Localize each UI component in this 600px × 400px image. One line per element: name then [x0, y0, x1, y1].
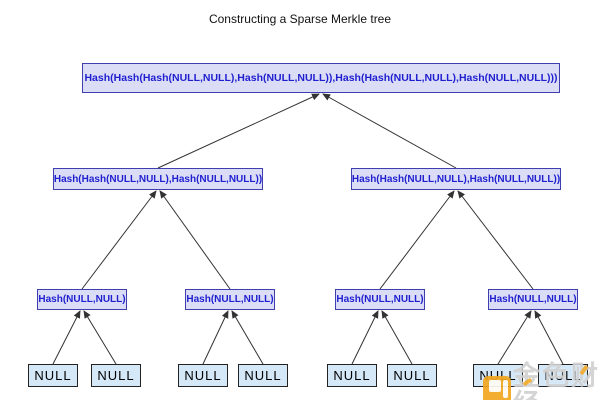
tree-leaf-1: NULL — [28, 364, 78, 387]
tree-node-level3-1: Hash(NULL,NULL) — [37, 289, 127, 310]
tree-node-level3-3: Hash(NULL,NULL) — [335, 289, 425, 310]
tree-edge — [231, 310, 264, 365]
tree-edge — [157, 93, 320, 169]
tree-edge — [534, 310, 564, 365]
tree-leaf-6: NULL — [387, 364, 437, 387]
tree-edge — [81, 190, 157, 290]
tree-edge — [322, 93, 457, 169]
tree-leaf-4: NULL — [238, 364, 288, 387]
tree-node-level2-right: Hash(Hash(NULL,NULL),Hash(NULL,NULL)) — [351, 168, 561, 190]
tree-edge — [83, 310, 117, 365]
tree-leaf-7: NULL — [473, 364, 523, 387]
tree-leaf-3: NULL — [178, 364, 228, 387]
diagram-title: Constructing a Sparse Merkle tree — [208, 12, 392, 26]
tree-edge — [52, 310, 81, 365]
tree-edge — [351, 310, 379, 365]
tree-leaf-8: NULL — [538, 364, 588, 387]
tree-node-root: Hash(Hash(Hash(NULL,NULL),Hash(NULL,NULL… — [82, 63, 560, 93]
tree-edge — [202, 310, 229, 365]
tree-edge — [457, 190, 534, 290]
tree-node-level3-4: Hash(NULL,NULL) — [488, 289, 578, 310]
tree-node-level2-left: Hash(Hash(NULL,NULL),Hash(NULL,NULL)) — [53, 168, 263, 190]
tree-edge — [379, 190, 455, 290]
tree-edge — [497, 310, 532, 365]
tree-leaf-5: NULL — [327, 364, 377, 387]
tree-edge — [381, 310, 413, 365]
tree-leaf-2: NULL — [91, 364, 141, 387]
tree-node-level3-2: Hash(NULL,NULL) — [185, 289, 275, 310]
tree-edge — [159, 190, 231, 290]
